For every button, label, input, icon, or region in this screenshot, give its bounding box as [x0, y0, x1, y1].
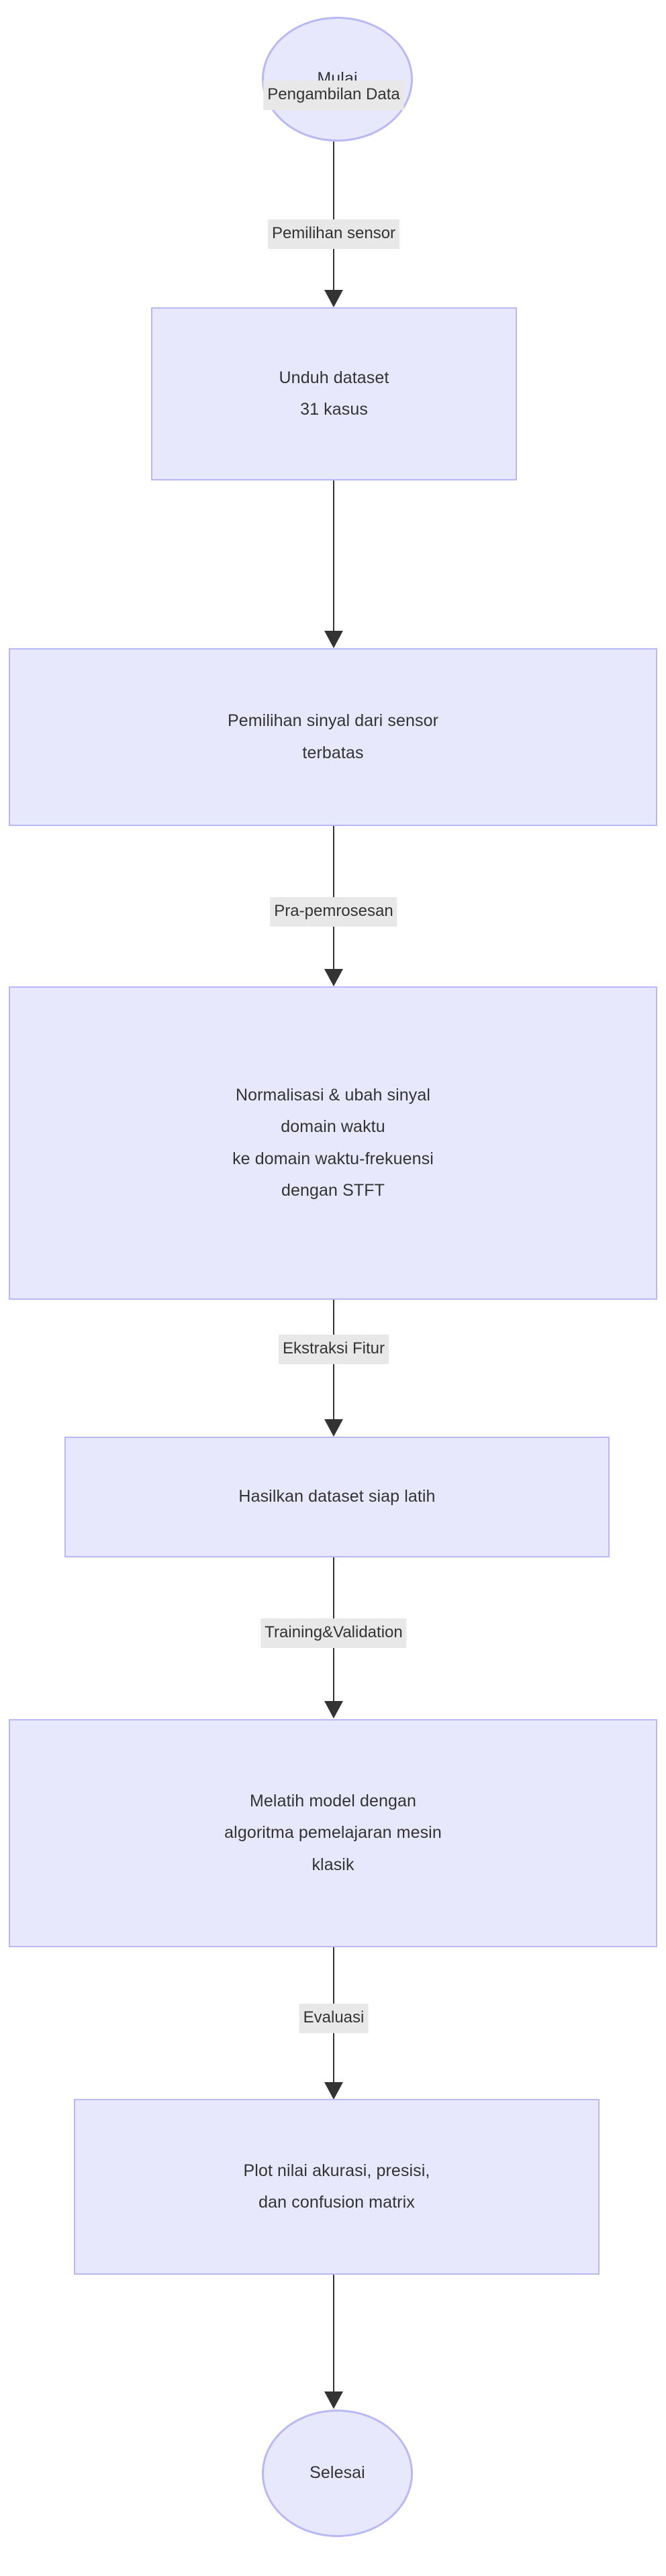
node-preprocessing[interactable]: Normalisasi & ubah sinyal domain waktu k…	[9, 986, 657, 1300]
node-ready-dataset-label: Hasilkan dataset siap latih	[238, 1487, 436, 1506]
node-plot-metrics-label: Plot nilai akurasi, presisi, dan confusi…	[243, 2161, 430, 2212]
node-signal-selection-label: Pemilihan sinyal dari sensor terbatas	[227, 711, 439, 762]
edge-line-download-select	[333, 480, 334, 639]
edge-label-pra-pemrosesan: Pra-pemrosesan	[270, 897, 397, 927]
arrow-head-train-evaluate	[324, 2082, 343, 2100]
node-start[interactable]: Mulai	[262, 17, 413, 142]
node-end[interactable]: Selesai	[262, 2410, 413, 2537]
edge-label-evaluasi: Evaluasi	[299, 2004, 369, 2034]
edge-line-evaluate-end	[333, 2275, 334, 2400]
node-end-label: Selesai	[310, 2463, 365, 2483]
arrow-head-select-preprocess	[324, 969, 343, 986]
edge-label-pengambilan-data: Pengambilan Data	[263, 81, 404, 111]
node-download-dataset-label: Unduh dataset 31 kasus	[279, 368, 389, 419]
node-download-dataset[interactable]: Unduh dataset 31 kasus	[151, 307, 517, 480]
edge-label-training-validation: Training&Validation	[260, 1618, 407, 1649]
arrow-head-start-download	[324, 290, 343, 307]
node-train-model[interactable]: Melatih model dengan algoritma pemelajar…	[9, 1719, 657, 1947]
arrow-head-dataset-train	[324, 1701, 343, 1718]
edge-label-ekstraksi-fitur: Ekstraksi Fitur	[278, 1335, 389, 1365]
arrow-head-evaluate-end	[324, 2391, 343, 2409]
arrow-head-download-select	[324, 631, 343, 648]
node-train-model-label: Melatih model dengan algoritma pemelajar…	[224, 1791, 442, 1874]
node-preprocessing-label: Normalisasi & ubah sinyal domain waktu k…	[232, 1085, 434, 1200]
edge-label-pemilihan-sensor: Pemilihan sensor	[267, 219, 400, 250]
node-signal-selection[interactable]: Pemilihan sinyal dari sensor terbatas	[9, 648, 657, 826]
node-plot-metrics[interactable]: Plot nilai akurasi, presisi, dan confusi…	[74, 2099, 600, 2275]
node-ready-dataset[interactable]: Hasilkan dataset siap latih	[64, 1437, 610, 1557]
arrow-head-preprocess-dataset	[324, 1419, 343, 1437]
